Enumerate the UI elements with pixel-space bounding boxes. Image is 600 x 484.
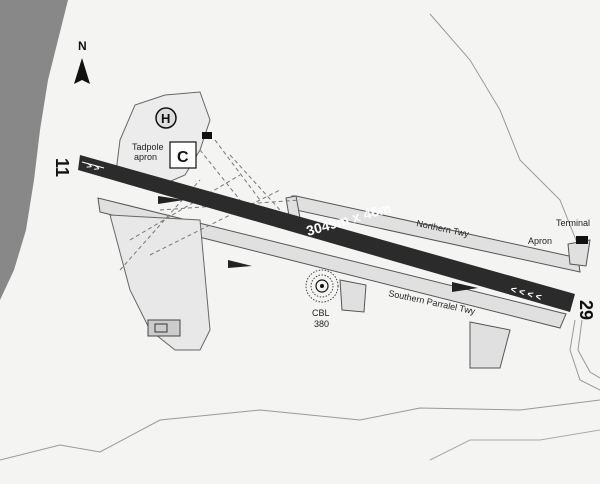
apron-label: Apron bbox=[528, 236, 552, 246]
southwest-building bbox=[147, 319, 181, 337]
runway-chevrons-west: > > bbox=[85, 160, 100, 173]
terrain-line-south-2 bbox=[429, 429, 600, 461]
papi-marker-south bbox=[228, 260, 252, 268]
tadpole-building bbox=[202, 132, 212, 139]
terminal-building bbox=[576, 236, 588, 244]
terrain-line-south bbox=[0, 399, 600, 461]
tadpole-label-2: apron bbox=[134, 152, 157, 162]
papi-marker-east bbox=[452, 282, 478, 292]
papi-marker-west bbox=[158, 196, 184, 204]
heliport-icon bbox=[155, 107, 177, 129]
control-tower-label: C bbox=[177, 149, 189, 166]
ndb-navaid-icon bbox=[305, 269, 339, 303]
access-road-east-2 bbox=[577, 319, 600, 379]
sea-area bbox=[0, 0, 68, 300]
heliport-label: H bbox=[161, 111, 170, 126]
north-label: N bbox=[78, 39, 87, 53]
south-apron-west bbox=[339, 279, 367, 313]
navaid-ident: CBL bbox=[312, 308, 330, 318]
south-apron-east bbox=[469, 321, 511, 369]
terminal-label: Terminal bbox=[556, 218, 590, 228]
north-arrow-icon bbox=[74, 58, 90, 84]
navaid-frequency: 380 bbox=[314, 319, 329, 329]
threshold-mark-west bbox=[81, 161, 105, 169]
runway-11-29 bbox=[78, 155, 575, 312]
control-tower-icon bbox=[169, 141, 197, 169]
runway-end-29: 29 bbox=[576, 300, 596, 320]
taxi-guidance-lines-2 bbox=[199, 139, 281, 211]
terrain-line-north bbox=[429, 13, 581, 251]
southwest-apron bbox=[109, 214, 211, 351]
tadpole-label-1: Tadpole bbox=[132, 142, 164, 152]
southwest-hangar-icon bbox=[154, 323, 168, 333]
southern-parallel-taxiway bbox=[97, 197, 567, 329]
runway-end-11: 11 bbox=[52, 158, 72, 177]
access-road-east bbox=[569, 319, 600, 391]
taxi-guidance-lines bbox=[119, 174, 301, 271]
